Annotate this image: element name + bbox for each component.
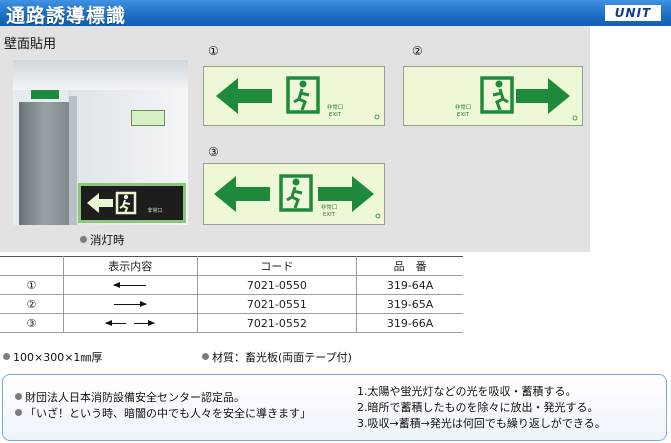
bullet-icon	[202, 353, 209, 360]
right-arrow-icon	[318, 176, 374, 212]
running-man-icon	[293, 88, 310, 111]
table-header-marker	[0, 256, 64, 276]
table-header-display: 表示内容	[63, 256, 198, 276]
night-caption-text: 消灯時	[90, 233, 125, 247]
table-header-part: 品 番	[356, 256, 463, 276]
page-title: 通路誘導標識	[6, 5, 127, 27]
spec-material-text: 材質：畜光板(両面テープ付)	[212, 351, 352, 364]
product-1-label: ①	[208, 44, 219, 58]
feature-box: 財団法人日本消防設備安全センター認定品。 「いざ！という時、暗闇の中でも人々を安…	[2, 374, 667, 441]
info-certified: 財団法人日本消防設備安全センター認定品。	[15, 389, 245, 405]
sign2-text-en: EXIT	[456, 112, 470, 118]
sign1-text-jp: 非常口	[326, 105, 344, 111]
table-header-row: 表示内容 コード 品 番	[0, 256, 463, 276]
sign-right-arrow: 非常口 EXIT	[403, 66, 583, 126]
row-part: 319-65A	[356, 294, 463, 314]
row-code: 7021-0551	[197, 294, 358, 314]
info-feature-3: 3.吸収→蓄積→発光は何回でも繰り返しができる。	[357, 417, 606, 430]
installation-photo	[13, 60, 188, 225]
night-sign-label: 非常口	[147, 208, 163, 214]
right-arrow-icon	[134, 320, 156, 326]
table-header-code: コード	[197, 256, 358, 276]
row-part: 319-66A	[356, 313, 463, 333]
row-marker: ②	[0, 294, 64, 314]
sign3-text-jp: 非常口	[320, 205, 338, 211]
info-feature-1: 1.太陽や蛍光灯などの光を吸収・蓄積する。	[357, 385, 577, 398]
bullet-icon	[15, 393, 22, 400]
left-arrow-icon	[113, 282, 147, 288]
sign2-text-jp: 非常口	[454, 105, 472, 111]
sign-left-arrow: 非常口 EXIT	[203, 66, 385, 126]
right-arrow-icon	[516, 78, 570, 114]
left-arrow-icon	[214, 176, 270, 212]
header-bar: 通路誘導標識 UNIT	[0, 0, 671, 27]
bullet-icon	[15, 409, 22, 416]
sign1-text-en: EXIT	[328, 112, 342, 118]
night-glow-sign: 非常口	[78, 183, 186, 223]
night-caption: 消灯時	[80, 232, 125, 248]
product-3-label: ③	[208, 145, 219, 159]
info-guide: 「いざ！という時、暗闇の中でも人々を安全に導きます」	[15, 405, 311, 421]
product-2-label: ②	[412, 44, 423, 58]
table-row: ③ 7021-0552 319-66A	[0, 313, 463, 333]
sign3-text-en: EXIT	[322, 212, 336, 218]
row-code: 7021-0550	[197, 275, 358, 295]
product-table: 表示内容 コード 品 番 ① 7021-0550 319-64A ② 7021-…	[0, 256, 463, 333]
table-row: ① 7021-0550 319-64A	[0, 275, 463, 295]
info-feature-2: 2.暗所で蓄積したものを除々に放出・発光する。	[357, 401, 599, 414]
row-display	[63, 294, 198, 314]
left-arrow-icon	[216, 78, 272, 114]
row-part: 319-64A	[356, 275, 463, 295]
spec-size: 100×300×1㎜厚	[3, 349, 102, 365]
spec-size-text: 100×300×1㎜厚	[13, 351, 103, 364]
running-man-icon	[286, 186, 303, 209]
right-arrow-icon	[114, 301, 148, 307]
bullet-icon	[80, 236, 87, 243]
unit-logo: UNIT	[605, 5, 661, 21]
spec-material: 材質：畜光板(両面テープ付)	[202, 349, 352, 365]
bullet-icon	[3, 353, 10, 360]
table-row: ② 7021-0551 319-65A	[0, 294, 463, 314]
running-man-icon	[492, 88, 509, 111]
row-marker: ①	[0, 275, 64, 295]
row-display	[63, 275, 198, 295]
row-display	[63, 313, 198, 333]
row-code: 7021-0552	[197, 313, 358, 333]
sign-both-arrows: 非常口 EXIT	[203, 163, 385, 225]
row-marker: ③	[0, 313, 64, 333]
section-title: 壁面貼用	[4, 37, 57, 52]
left-arrow-icon	[105, 320, 127, 326]
